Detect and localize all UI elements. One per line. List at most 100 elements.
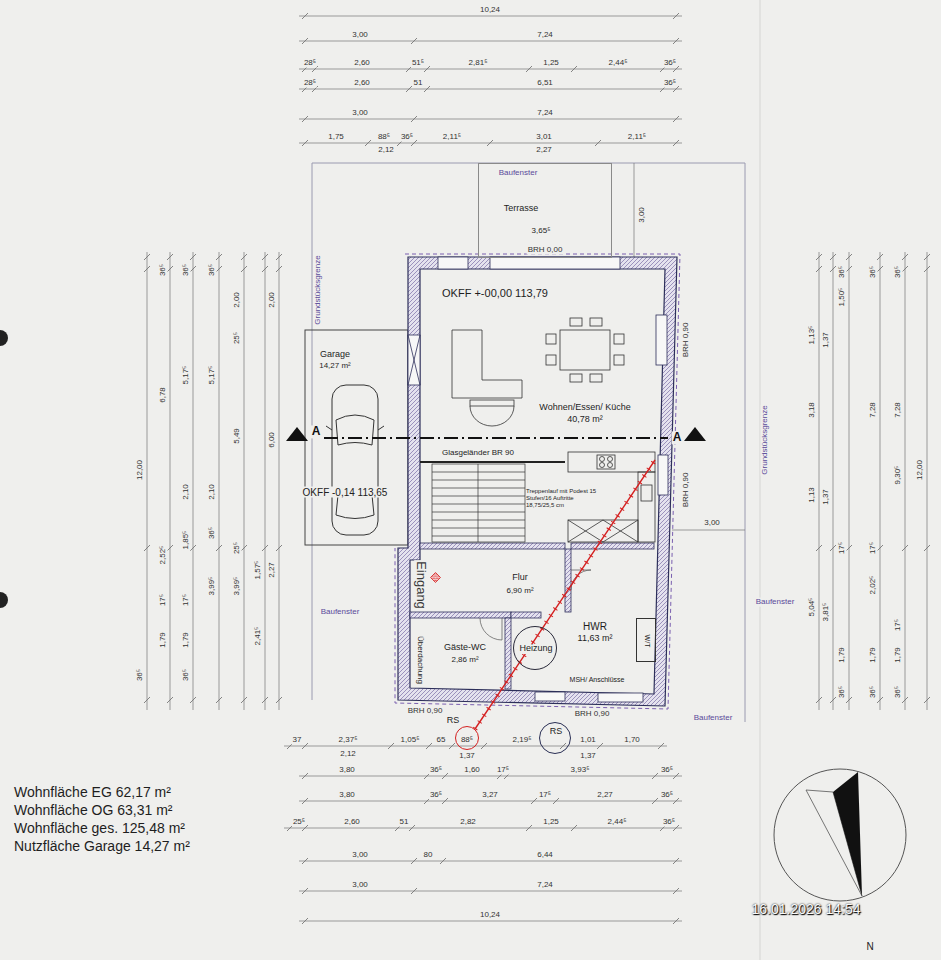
dimension-label: 3,93⁵ xyxy=(570,766,591,775)
dimension-line xyxy=(672,530,745,531)
dimension-line xyxy=(302,798,308,804)
dimension-line xyxy=(276,545,282,551)
dimension-label: 1,37 xyxy=(579,752,597,761)
dimension-label: 2,12 xyxy=(339,750,357,759)
dimension-line xyxy=(673,13,679,19)
dimension-line xyxy=(830,254,836,260)
dimension-line xyxy=(244,252,245,710)
dimension-line xyxy=(880,252,881,710)
dimension-label: 1,05⁵ xyxy=(400,736,421,745)
dimension-line xyxy=(241,254,247,260)
dimension-line xyxy=(190,545,196,551)
boundary-label: Grundstücksgrenze xyxy=(314,254,323,325)
dimension-line xyxy=(673,116,679,122)
dimension-label: 6,44 xyxy=(536,851,554,860)
dimension-label: 25⁵ xyxy=(233,541,242,555)
dimension-label: 1,85⁵ xyxy=(182,530,191,551)
dimension-label: 2,82 xyxy=(459,818,477,827)
dimension-line xyxy=(216,254,222,260)
dimension-line xyxy=(597,743,603,749)
dimension-line xyxy=(276,266,282,272)
dimension-line xyxy=(302,140,308,146)
dimension-label: 36⁵ xyxy=(838,265,847,279)
dimension-line xyxy=(924,254,930,260)
room-text: 11,63 m² xyxy=(578,634,613,644)
dimension-line xyxy=(526,825,532,831)
section-marker: A xyxy=(311,425,322,438)
dimension-line xyxy=(170,252,171,710)
dimension-line xyxy=(816,254,822,260)
drain-circle: RS xyxy=(539,722,571,754)
dimension-line xyxy=(560,743,566,749)
dimension-label: 5,17⁵ xyxy=(208,365,217,386)
dimension-label: 2,60 xyxy=(343,818,361,827)
dimension-line xyxy=(846,545,852,551)
exterior-wall xyxy=(398,257,677,706)
dimension-line xyxy=(299,801,682,802)
dimension-line xyxy=(595,140,601,146)
dimension-line xyxy=(411,858,417,864)
dimension-line xyxy=(924,697,930,703)
dimension-label: 36⁵ xyxy=(869,685,878,699)
dimension-line xyxy=(302,743,308,749)
dimension-label: 36⁵ xyxy=(182,263,191,277)
room-name: Flur xyxy=(512,573,528,583)
dimension-label: 36⁵ xyxy=(208,263,217,277)
dimension-line xyxy=(284,746,667,747)
interior-wall xyxy=(410,543,654,689)
dimension-label: 1,37 xyxy=(822,488,831,506)
section-arrow xyxy=(684,427,706,441)
room-area: HWR11,63 m²HeizungW/T xyxy=(511,549,655,690)
north-arrow xyxy=(774,769,906,901)
dimension-line xyxy=(846,266,852,272)
dimension-line xyxy=(406,86,412,92)
timestamp-watermark: 16.01.2026 14:54 xyxy=(751,902,862,917)
area-summary: Wohnfläche ges. 125,48 m² xyxy=(13,821,186,836)
dimension-label: 36⁵ xyxy=(663,79,677,88)
dimension-label: 3,00 xyxy=(351,851,369,860)
dimension-line xyxy=(216,545,222,551)
dimension-label: 5,04⁵ xyxy=(808,597,817,618)
dimension-label: BRH 0,00 xyxy=(527,246,564,255)
dimension-label: 37 xyxy=(292,736,303,745)
dimension-label: 6,51 xyxy=(536,79,554,88)
dimension-label: 2,60 xyxy=(353,79,371,88)
dimension-label: 36⁵ xyxy=(660,766,674,775)
dimension-label: 17⁵ xyxy=(894,618,903,632)
dimension-label: 1,57⁵ xyxy=(254,560,263,581)
dimension-line xyxy=(902,254,908,260)
building-zone-outline xyxy=(312,163,745,722)
dimension-label: 7,24 xyxy=(536,881,554,890)
binder-hole xyxy=(0,330,8,346)
dimension-label: 2,60 xyxy=(353,59,371,68)
dimension-label: 88⁵ xyxy=(377,133,391,142)
dimension-line xyxy=(299,891,682,892)
dimension-label: 1,79 xyxy=(159,631,168,649)
room-text: 14,27 m² xyxy=(319,362,351,371)
dimension-line xyxy=(190,266,196,272)
dimension-label: 1,25 xyxy=(542,818,560,827)
dimension-label: 2,00 xyxy=(233,291,242,309)
heating-circle: Heizung xyxy=(513,626,557,670)
dimension-label: 2,27 xyxy=(535,146,553,155)
dimension-line xyxy=(299,921,682,922)
paper-fold xyxy=(759,0,761,960)
dimension-line xyxy=(830,545,836,551)
dimension-line xyxy=(658,743,664,749)
dimension-line xyxy=(816,545,822,551)
dimension-label: 36⁵ xyxy=(660,791,674,800)
section-marker: A xyxy=(672,431,683,444)
dimension-line xyxy=(902,697,908,703)
dimension-line xyxy=(673,140,679,146)
boundary-label: Baufenster xyxy=(320,608,361,617)
terrace-area: BaufensterTerrasse3,65⁵ xyxy=(478,163,612,258)
dimension-label: 17⁵ xyxy=(538,791,552,800)
dimension-line xyxy=(877,545,883,551)
dimension-label: 3,81⁵ xyxy=(822,602,831,623)
dimension-line xyxy=(426,743,432,749)
dimension-label: 2,10 xyxy=(208,483,217,501)
dimension-line xyxy=(652,798,658,804)
dimension-line xyxy=(833,252,834,710)
dimension-line xyxy=(652,773,658,779)
